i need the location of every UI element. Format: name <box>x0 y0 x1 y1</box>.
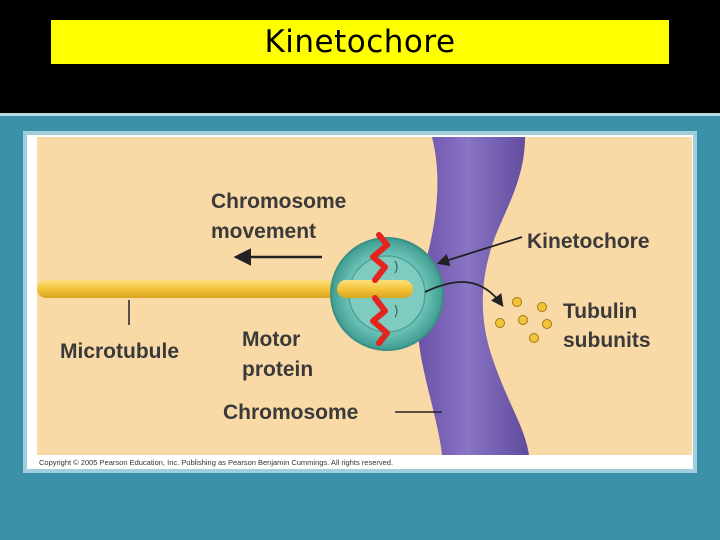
slide-title: Kinetochore <box>264 23 456 60</box>
copyright-strip <box>37 455 692 468</box>
kinetochore-diagram: Chromosome movement Kinetochore Tubulin … <box>37 137 692 468</box>
tubulin-subunit <box>512 297 522 307</box>
tubulin-subunit <box>542 319 552 329</box>
label-motor-protein-1: Motor <box>242 328 300 351</box>
label-chromosome-movement-2: movement <box>211 220 316 243</box>
label-kinetochore: Kinetochore <box>527 230 650 253</box>
copyright-text: Copyright © 2005 Pearson Education, Inc.… <box>39 458 393 467</box>
kinetochore-pointer <box>436 236 523 266</box>
tubulin-subunit <box>537 302 547 312</box>
tubulin-release-arrow <box>424 281 504 308</box>
microtubule-tip <box>337 280 413 298</box>
motor-protein-lower <box>370 295 390 346</box>
tubulin-subunit <box>518 315 528 325</box>
motor-arc-upper <box>394 260 398 274</box>
label-chromosome-movement-1: Chromosome <box>211 190 346 213</box>
label-motor-protein-2: protein <box>242 358 313 381</box>
title-bar: Kinetochore <box>51 20 669 64</box>
microtubule <box>37 280 407 298</box>
tubulin-subunit <box>529 333 539 343</box>
tubulin-subunit <box>495 318 505 328</box>
label-chromosome: Chromosome <box>223 401 358 424</box>
label-tubulin-2: subunits <box>563 329 651 352</box>
label-microtubule: Microtubule <box>60 340 179 363</box>
motor-protein-upper <box>370 232 390 283</box>
chromosome-shape <box>417 137 529 455</box>
tubulin-subunits <box>495 297 552 343</box>
motor-arc-lower <box>394 304 398 318</box>
label-tubulin-1: Tubulin <box>563 300 637 323</box>
